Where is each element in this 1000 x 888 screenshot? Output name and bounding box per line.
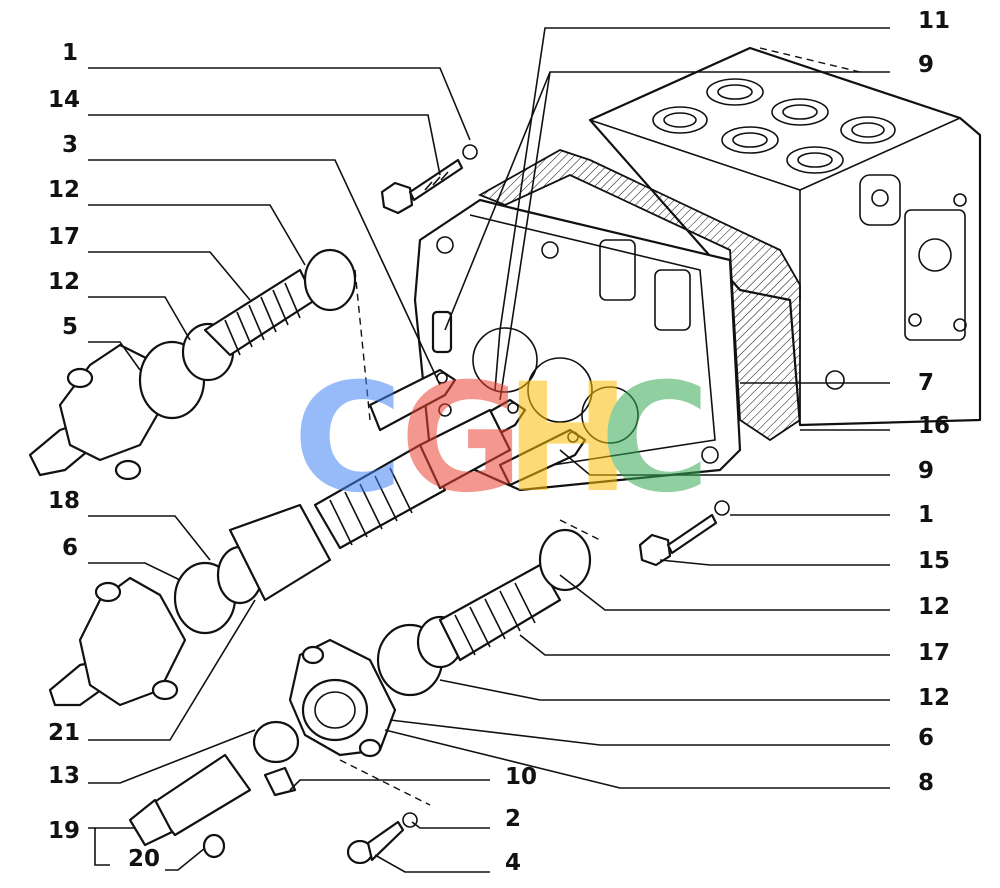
label-16: 16	[918, 413, 950, 439]
spool-assembly-middle	[48, 408, 512, 707]
label-1: 1	[62, 40, 78, 66]
spool-parts-bottom	[128, 720, 300, 859]
label-18: 18	[48, 488, 80, 514]
label-17: 17	[918, 640, 950, 666]
part-number-labels: 1 14 3 12 17 12 5 18 6 21 13 19 20 11 9 …	[48, 8, 950, 876]
label-1: 1	[918, 502, 934, 528]
label-12: 12	[48, 177, 80, 203]
spool-assembly-lower	[288, 528, 592, 758]
label-9: 9	[918, 52, 934, 78]
label-3: 3	[62, 132, 78, 158]
leader-lines	[88, 27, 890, 873]
watermark-letter-g: G	[400, 352, 523, 526]
label-7: 7	[918, 370, 934, 396]
label-2: 2	[505, 806, 521, 832]
gasket	[477, 149, 801, 442]
label-15: 15	[918, 548, 950, 574]
label-19: 19	[48, 818, 80, 844]
label-12: 12	[918, 594, 950, 620]
label-11: 11	[918, 8, 950, 34]
label-12: 12	[918, 685, 950, 711]
watermark-letter-h: H	[505, 352, 631, 526]
label-6: 6	[62, 535, 78, 561]
spool-assembly-top	[28, 248, 357, 481]
label-20: 20	[128, 846, 160, 872]
label-10: 10	[505, 764, 537, 790]
label-8: 8	[918, 770, 934, 796]
bolt-14	[380, 144, 478, 215]
watermark-letter-c2: C	[600, 352, 710, 526]
label-4: 4	[505, 850, 521, 876]
bolt-15	[638, 500, 730, 567]
label-12: 12	[48, 269, 80, 295]
label-6: 6	[918, 725, 934, 751]
screw-4	[346, 812, 418, 865]
label-14: 14	[48, 87, 80, 113]
watermark-letter-c1: C	[293, 352, 403, 526]
label-21: 21	[48, 720, 80, 746]
label-5: 5	[62, 314, 78, 340]
label-13: 13	[48, 763, 80, 789]
watermark-logo: C G H C	[293, 352, 710, 526]
label-9: 9	[918, 458, 934, 484]
label-17: 17	[48, 224, 80, 250]
